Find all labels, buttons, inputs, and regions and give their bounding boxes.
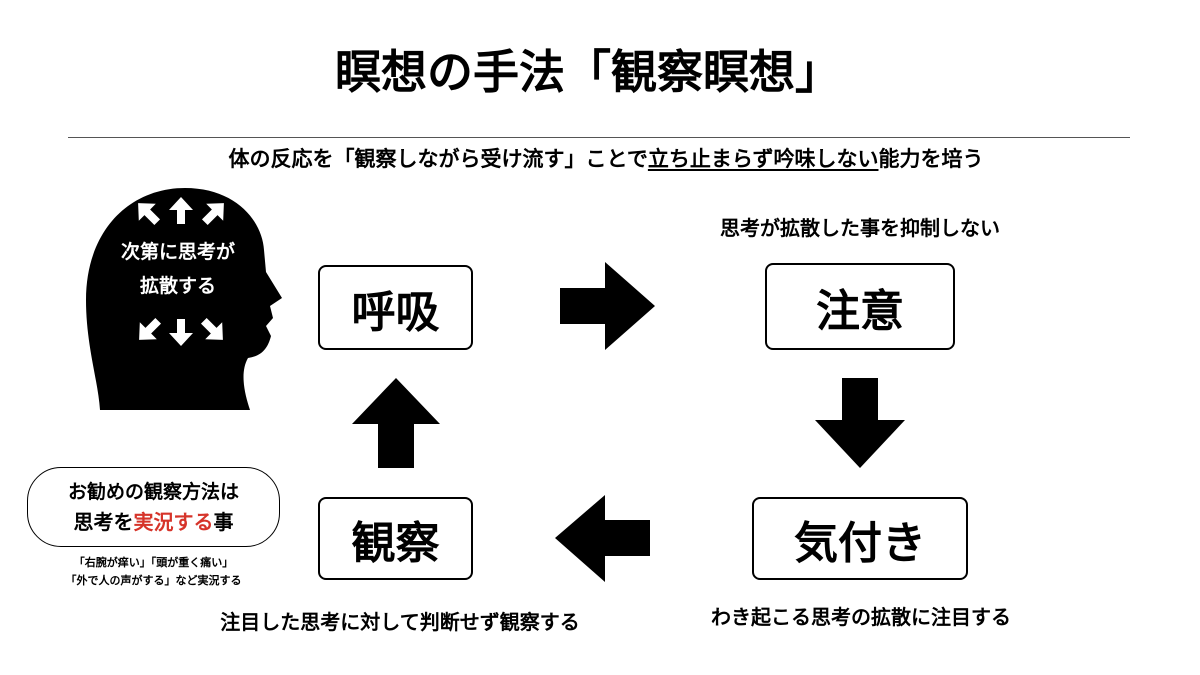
- tip-line-2-after: 事: [213, 510, 234, 534]
- page-title: 瞑想の手法「観察瞑想」: [335, 45, 841, 99]
- step-attention: 注意: [765, 263, 955, 350]
- subtitle-after: 能力を培う: [878, 147, 984, 171]
- subtitle: 体の反応を「観察しながら受け流す」ことで立ち止まらず吟味しない能力を培う: [0, 145, 1200, 173]
- arrow-down-left-icon: [139, 317, 162, 340]
- arrow-up-icon: [169, 197, 193, 224]
- arrow-up-icon: [352, 378, 440, 468]
- tip-highlight: 実況する: [133, 510, 214, 534]
- caption-attention: 思考が拡散した事を抑制しない: [720, 216, 1000, 240]
- head-text-line-1: 次第に思考が: [120, 241, 235, 263]
- tip-line-2-before: 思考を: [73, 510, 134, 534]
- tip-line-2: 思考を実況する事: [74, 507, 234, 537]
- arrow-up-right-icon: [201, 203, 224, 226]
- step-observation: 観察: [318, 497, 473, 580]
- tip-line-1: お勧めの観察方法は: [67, 481, 239, 503]
- arrow-down-icon: [169, 319, 193, 346]
- tip-box: お勧めの観察方法は 思考を実況する事: [27, 467, 280, 547]
- arrow-left-icon: [555, 495, 650, 582]
- subtitle-before: 体の反応を「観察しながら受け流す」ことで: [228, 147, 648, 171]
- caption-observation: 注目した思考に対して判断せず観察する: [220, 610, 580, 634]
- arrow-right-icon: [560, 262, 655, 350]
- tip-example-1: 「右腕が痒い」「頭が重く痛い」: [73, 556, 234, 569]
- step-awareness: 気付き: [752, 497, 968, 580]
- arrow-up-left-icon: [138, 203, 161, 226]
- head-silhouette-icon: [86, 188, 282, 410]
- step-breathing: 呼吸: [318, 265, 473, 350]
- subtitle-underlined: 立ち止まらず吟味しない: [647, 147, 879, 171]
- title-divider: [68, 137, 1130, 138]
- tip-example-2: 「外で人の声がする」など実況する: [65, 574, 242, 587]
- arrow-down-right-icon: [200, 317, 223, 340]
- head-text-line-2: 拡散する: [139, 275, 216, 297]
- thought-arrows: [138, 197, 224, 346]
- caption-awareness: わき起こる思考の拡散に注目する: [711, 605, 1011, 629]
- arrow-down-icon: [815, 378, 905, 468]
